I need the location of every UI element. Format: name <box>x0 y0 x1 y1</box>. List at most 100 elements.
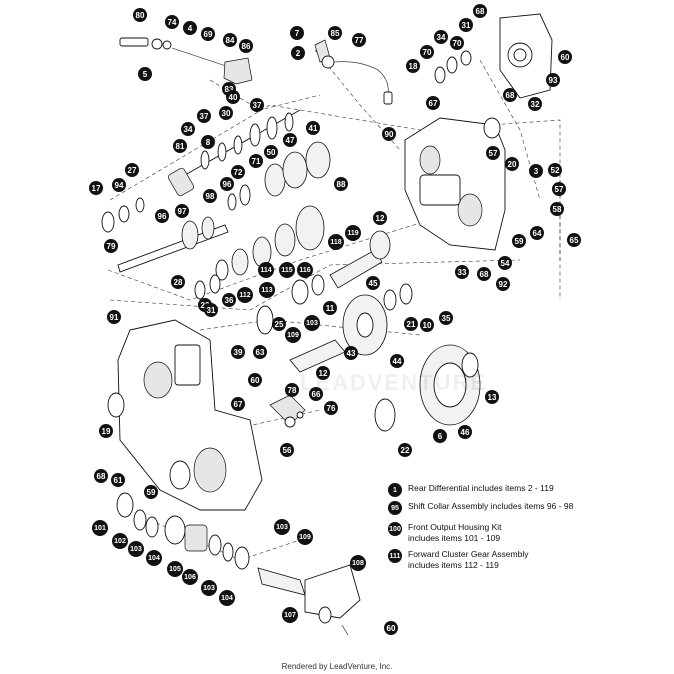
callout-number: 52 <box>551 166 560 175</box>
callout-number: 11 <box>326 304 335 313</box>
callout-64: 64 <box>530 226 544 240</box>
callout-68: 68 <box>477 267 491 281</box>
callout-circle <box>485 390 499 404</box>
callout-number: 84 <box>226 36 235 45</box>
legend-item-shift-collar: 95 Shift Collar Assembly includes items … <box>388 501 573 515</box>
callout-number: 119 <box>347 230 358 237</box>
callout-68: 68 <box>94 469 108 483</box>
legend-text: Forward Cluster Gear Assembly includes i… <box>408 549 529 570</box>
callout-circle <box>201 580 217 596</box>
callout-71: 71 <box>249 154 263 168</box>
callout-number: 114 <box>260 267 271 274</box>
input-shaft-stack <box>167 109 301 197</box>
callout-circle <box>366 276 380 290</box>
callout-118: 118 <box>328 234 344 250</box>
callout-number: 40 <box>229 93 238 102</box>
callout-36: 36 <box>222 293 236 307</box>
callout-28: 28 <box>171 275 185 289</box>
callout-circle <box>496 277 510 291</box>
callout-115: 115 <box>279 262 295 278</box>
callout-108: 108 <box>350 555 366 571</box>
callout-circle <box>290 26 304 40</box>
callout-circle <box>344 346 358 360</box>
callout-103: 103 <box>128 541 144 557</box>
callout-number: 43 <box>347 349 356 358</box>
callout-circle <box>426 96 440 110</box>
shift-lever-and-sensor <box>314 39 393 105</box>
callout-17: 17 <box>89 181 103 195</box>
callout-52: 52 <box>548 163 562 177</box>
callout-80: 80 <box>133 8 147 22</box>
callout-circle <box>248 373 262 387</box>
footer-credit: Rendered by LeadVenture, Inc. <box>281 662 393 671</box>
callout-68: 68 <box>473 4 487 18</box>
callout-circle <box>324 401 338 415</box>
callout-57: 57 <box>552 182 566 196</box>
countershaft-gears <box>227 141 331 211</box>
rear-cover-housing <box>434 13 553 99</box>
callout-77: 77 <box>352 33 366 47</box>
callout-number: 109 <box>287 332 299 339</box>
callout-circle <box>274 519 290 535</box>
ring-gear-and-pinion <box>256 294 481 432</box>
callout-circle <box>316 366 330 380</box>
callout-number: 21 <box>407 320 416 329</box>
callout-circle <box>404 317 418 331</box>
callout-68: 68 <box>503 88 517 102</box>
callout-number: 61 <box>114 476 123 485</box>
callout-number: 19 <box>102 427 111 436</box>
callout-circle <box>107 310 121 324</box>
callout-41: 41 <box>306 121 320 135</box>
callout-119: 119 <box>345 225 361 241</box>
callout-circle <box>239 39 253 53</box>
callout-74: 74 <box>165 15 179 29</box>
callout-number: 68 <box>476 7 485 16</box>
callout-number: 106 <box>184 574 196 581</box>
legend-badge: 1 <box>388 483 402 497</box>
callout-78: 78 <box>285 383 299 397</box>
callout-circle <box>94 469 108 483</box>
callout-number: 13 <box>488 393 497 402</box>
callout-56: 56 <box>280 443 294 457</box>
callout-circle <box>390 354 404 368</box>
callout-number: 12 <box>319 369 328 378</box>
callout-96: 96 <box>220 177 234 191</box>
callout-circle <box>328 26 342 40</box>
callout-113: 113 <box>259 282 275 298</box>
callout-circle <box>285 327 301 343</box>
callout-40: 40 <box>226 90 240 104</box>
callout-43: 43 <box>344 346 358 360</box>
callout-circle <box>112 178 126 192</box>
callout-31: 31 <box>459 18 473 32</box>
callout-circle <box>259 282 275 298</box>
callout-circle <box>528 97 542 111</box>
callout-21: 21 <box>404 317 418 331</box>
callout-number: 103 <box>130 546 142 553</box>
callout-circle <box>420 318 434 332</box>
callout-circle <box>285 383 299 397</box>
callout-circle <box>231 165 245 179</box>
callout-number: 67 <box>234 400 243 409</box>
callout-number: 93 <box>549 76 558 85</box>
callout-number: 54 <box>501 259 510 268</box>
forward-cluster-gear <box>215 205 325 281</box>
callout-60: 60 <box>248 373 262 387</box>
callout-number: 59 <box>515 237 524 246</box>
callout-103: 103 <box>201 580 217 596</box>
callout-number: 22 <box>401 446 410 455</box>
callout-number: 91 <box>110 313 119 322</box>
callout-circle <box>297 529 313 545</box>
callout-number: 39 <box>234 348 243 357</box>
callout-circle <box>155 209 169 223</box>
callout-98: 98 <box>203 189 217 203</box>
callout-59: 59 <box>512 234 526 248</box>
callout-circle <box>258 262 274 278</box>
callout-circle <box>309 387 323 401</box>
front-output-housing-kit <box>116 492 361 636</box>
callout-number: 81 <box>176 142 185 151</box>
callout-58: 58 <box>550 202 564 216</box>
callout-number: 30 <box>222 109 231 118</box>
callout-109: 109 <box>297 529 313 545</box>
callout-circle <box>220 177 234 191</box>
